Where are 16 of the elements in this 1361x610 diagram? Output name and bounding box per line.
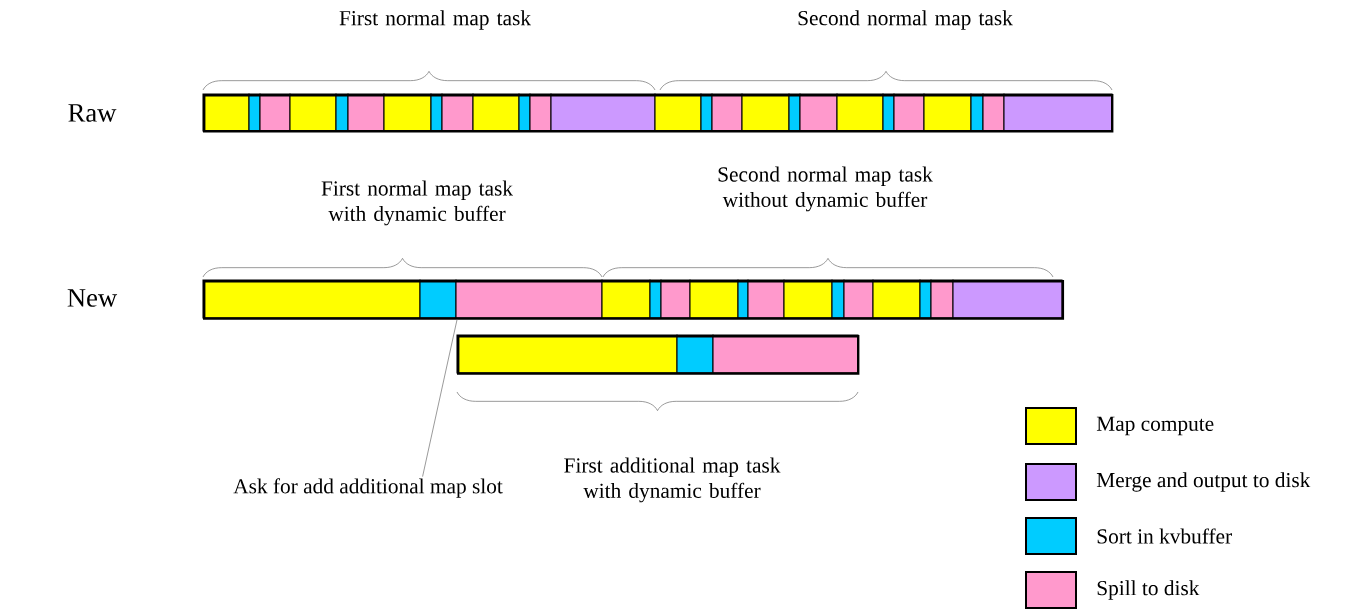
row-label: Raw [68,104,117,122]
brace-label: Second normal map task without dynamic buffer [718,166,933,212]
timeline-bar [456,334,860,375]
brace-label: Second normal map task [798,10,1013,30]
legend-label: Map compute [1096,416,1214,436]
brace-label: First normal map task with dynamic buffer [321,180,513,226]
row-label: New [67,289,118,307]
legend-label: Sort in kvbuffer [1097,528,1232,544]
leader-line [422,319,458,477]
annotation-text: Ask for add additional map slot [233,478,503,498]
brace-label: First additional map task with dynamic buffer [564,457,781,503]
timeline-bar [202,93,1114,133]
brace-label: First normal map task [339,10,531,30]
legend-label: Merge and output to disk [1096,472,1311,492]
legend-label: Spill to disk [1097,580,1200,600]
timeline-bar [202,279,1065,320]
